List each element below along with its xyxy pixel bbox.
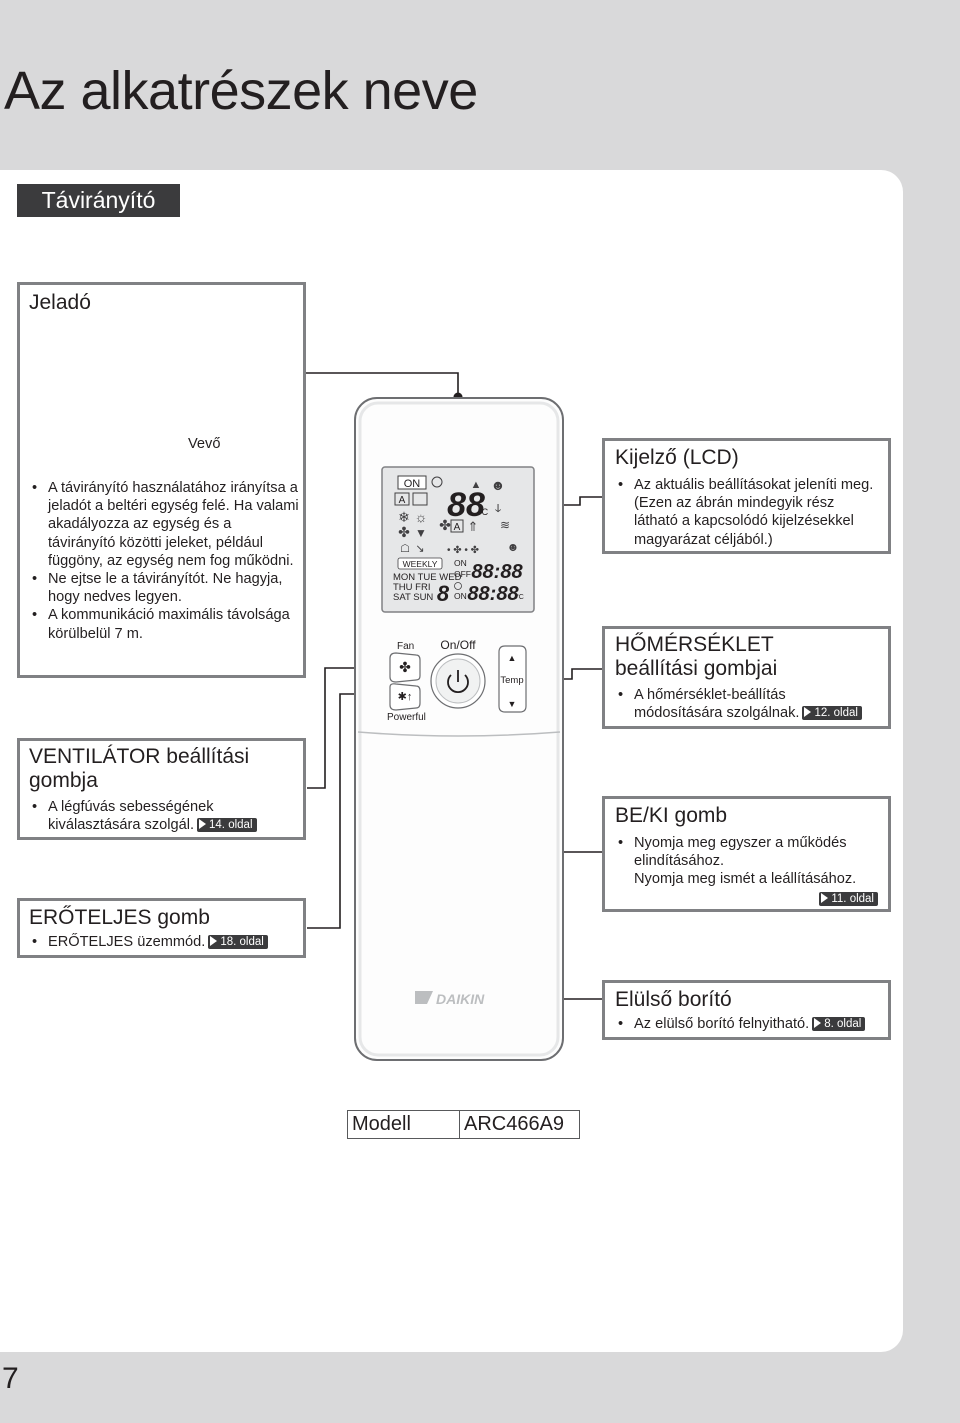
page-ref-arrow-icon [210, 936, 218, 946]
fan-ref[interactable]: 14. oldal [197, 818, 257, 833]
transmitter-bullet-1: A távirányító használatához irányítsa a … [29, 479, 299, 570]
lcd-timer-on-2: ON [454, 591, 467, 601]
temperature-title-line1: HŐMÉRSÉKLET [615, 633, 774, 656]
page-ref-arrow-icon [804, 707, 812, 718]
svg-text:A: A [454, 522, 461, 533]
svg-text:☻: ☻ [507, 540, 520, 554]
front-cover-edge [357, 731, 561, 737]
lcd-temp-digits: 88 [447, 486, 485, 524]
front-cover-ref-label: 8. oldal [824, 1018, 862, 1030]
model-label: Modell [347, 1110, 460, 1139]
lcd-weekly: WEEKLY [403, 559, 438, 569]
tree-icon: ⇑ [468, 519, 479, 534]
lcd-time-2: 88:88 [467, 583, 519, 605]
line-transmitter [275, 372, 459, 397]
section-header: Távirányító [17, 184, 180, 217]
fan-bullet: A légfúvás sebességének kiválasztására s… [48, 799, 214, 834]
brand-text: DAIKIN [436, 991, 485, 1007]
temp-button[interactable]: ▲ ▼ [498, 645, 527, 713]
fan-label: Fan [397, 641, 414, 652]
page-title: Az alkatrészek neve [4, 61, 478, 121]
powerful-ref-label: 18. oldal [220, 936, 264, 948]
fan-title-line2: gombja [29, 769, 98, 792]
transmitter-title: Jeladó [29, 291, 91, 314]
powerful-bullet: ERŐTELJES üzemmód. [48, 934, 206, 950]
fan-button-icon: ✤ [399, 659, 411, 675]
lcd-timer-off: OFF [454, 569, 471, 579]
temperature-ref-label: 12. oldal [814, 707, 858, 720]
onoff-title: BE/KI gomb [615, 804, 728, 827]
lcd-day-digit: 8 [437, 581, 450, 606]
page-number: 7 [2, 1362, 19, 1395]
svg-text:≋: ≋ [500, 518, 510, 532]
transmitter-box: Jeladó Vevő A távirányító használatához … [17, 282, 306, 678]
front-cover-ref[interactable]: 8. oldal [812, 1017, 866, 1031]
page-ref-arrow-icon [199, 819, 207, 830]
model-row: Modell ARC466A9 [347, 1110, 580, 1139]
lcd-days-1: MON TUE WED [393, 572, 462, 583]
display-title: Kijelző (LCD) [615, 446, 739, 469]
lcd-days-3: SAT SUN [393, 592, 433, 603]
model-value: ARC466A9 [459, 1110, 580, 1139]
temp-label: Temp [500, 675, 523, 686]
temperature-ref[interactable]: 12. oldal [802, 706, 862, 721]
powerful-label: Powerful [387, 712, 426, 723]
display-bullet: Az aktuális beállításokat jeleníti meg. … [615, 476, 878, 549]
receiver-label: Vevő [188, 436, 221, 452]
fan-ref-label: 14. oldal [209, 819, 253, 832]
lcd-timer-on: ON [454, 558, 467, 568]
temp-down-icon: ▼ [508, 699, 517, 709]
transmitter-bullet-2: Ne ejtse le a távirányítót. Ne hagyja, h… [29, 570, 299, 606]
sun-icon: ☼ [415, 509, 428, 525]
lcd-time-1: 88:88 [471, 561, 523, 583]
fan-icon: ✤ [398, 524, 410, 540]
onoff-ref-label: 11. oldal [831, 892, 874, 905]
model-table: Modell ARC466A9 [347, 1110, 580, 1139]
display-box: Kijelző (LCD) Az aktuális beállításokat … [602, 438, 891, 554]
powerful-ref[interactable]: 18. oldal [208, 935, 268, 949]
snowflake-icon: ❄ [398, 509, 410, 525]
onoff-box: BE/KI gomb Nyomja meg egyszer a működés … [602, 796, 891, 912]
transmitter-bullet-3: A kommunikáció maximális távolsága körül… [29, 606, 299, 642]
powerful-box: ERŐTELJES gomb ERŐTELJES üzemmód. 18. old… [17, 898, 306, 958]
powerful-title: ERŐTELJES gomb [29, 906, 210, 929]
front-cover-box: Elülső borító Az elülső borító felnyitha… [602, 980, 891, 1040]
lcd-screen: ON A 88 °C ❄ ☼ ✤ ▼ ✤ A ⇑ ▲ ☻ ↆ ≋ ☻ ☖ ↘ •… [381, 466, 535, 613]
svg-text:▲: ▲ [471, 479, 482, 491]
fan-button[interactable]: ✤ [389, 652, 421, 683]
person-icon: ☻ [491, 477, 506, 493]
onoff-label: On/Off [440, 638, 476, 652]
page-ref-arrow-icon [821, 892, 829, 903]
front-cover-bullet: Az elülső borító felnyitható. [634, 1016, 810, 1032]
front-cover-title: Elülső borító [615, 988, 732, 1011]
onoff-bullet-line1: Nyomja meg egyszer a működés elindításáh… [634, 835, 847, 870]
svg-text:↘: ↘ [415, 543, 424, 555]
svg-text:A: A [399, 495, 406, 506]
temperature-box: HŐMÉRSÉKLET beállítási gombjai A hőmérsé… [602, 626, 891, 729]
lcd-on: ON [404, 478, 421, 490]
fan-box: VENTILÁTOR beállítási gombja A légfúvás … [17, 738, 306, 840]
temperature-bullet: A hőmérséklet-beállítás módosítására szo… [634, 687, 800, 722]
daikin-logo: DAIKIN [415, 991, 485, 1007]
lcd-unit-2: °C [516, 593, 524, 601]
svg-text:✤: ✤ [439, 517, 451, 533]
onoff-button[interactable] [430, 653, 486, 709]
swing-icon: ↆ [495, 501, 502, 515]
powerful-button[interactable]: ✱↑ [389, 683, 421, 711]
svg-text:☖: ☖ [400, 543, 410, 555]
svg-text:• ✤ • ✤: • ✤ • ✤ [447, 545, 479, 556]
lcd-days-2: THU FRI [393, 582, 430, 593]
temperature-title-line2: beállítási gombjai [615, 657, 778, 680]
fan-title-line1: VENTILÁTOR beállítási [29, 745, 250, 768]
onoff-ref[interactable]: 11. oldal [819, 891, 878, 906]
page-ref-arrow-icon [814, 1018, 822, 1028]
dry-icon: ▼ [415, 526, 427, 540]
powerful-button-icon: ✱↑ [398, 691, 413, 703]
temp-up-icon: ▲ [508, 653, 517, 663]
onoff-bullet-line2: Nyomja meg ismét a leállításához. [634, 871, 857, 888]
lcd-unit: °C [478, 507, 489, 517]
